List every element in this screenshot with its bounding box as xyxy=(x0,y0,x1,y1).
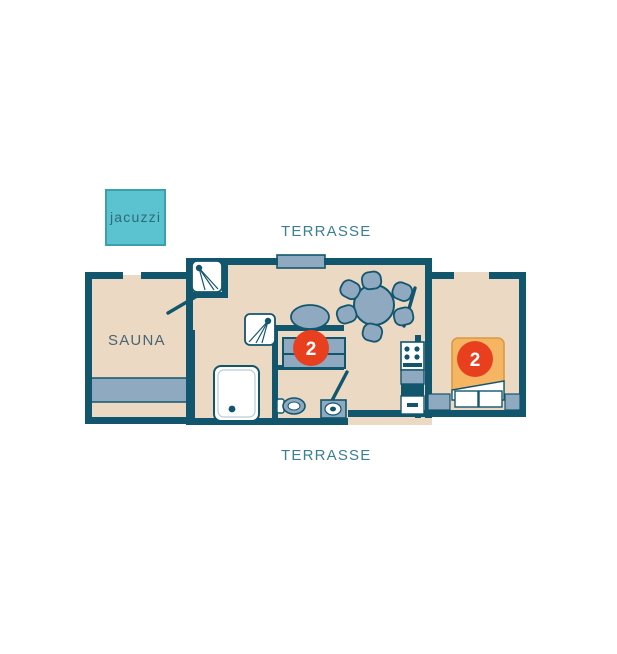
wall-central-bottom-b xyxy=(348,410,432,417)
wall-left-bottom xyxy=(85,417,195,424)
wall-central-bottom xyxy=(186,418,348,425)
dining-chair xyxy=(360,270,383,291)
bathtub-inner xyxy=(217,369,256,418)
shower-mid-line-c xyxy=(261,320,269,344)
dining-chair xyxy=(392,306,415,327)
wall-right-top-b xyxy=(489,272,526,279)
shower-top xyxy=(191,260,223,293)
sauna-label: SAUNA xyxy=(108,332,166,349)
dining-chair xyxy=(391,281,414,302)
wall-right-top-a xyxy=(432,272,454,279)
wall-right-bottom xyxy=(425,410,526,417)
terrasse-bottom-label: TERRASSE xyxy=(281,447,371,464)
wall-partition-bath-left xyxy=(272,328,278,420)
dining-chair xyxy=(335,304,358,325)
shower-top-line-c xyxy=(198,267,215,291)
wall-central-top-a xyxy=(186,258,278,265)
stove-burner xyxy=(414,346,420,352)
wall-shower-right xyxy=(222,258,228,298)
dining-chair xyxy=(339,279,362,301)
wall-left-top-b xyxy=(141,272,192,279)
bathtub-drain xyxy=(228,405,236,413)
nightstand-left xyxy=(427,393,451,411)
wall-central-top-b xyxy=(324,258,432,265)
sofa-occupancy-badge[interactable]: 2 xyxy=(293,330,329,366)
bed-pillow-right xyxy=(478,390,503,408)
sauna-bench xyxy=(89,377,191,403)
door-sauna xyxy=(166,294,199,315)
kitchen-cabinet xyxy=(400,369,425,385)
coffee-table xyxy=(290,304,330,330)
toilet-drain xyxy=(330,406,336,412)
kitchen-nook xyxy=(400,341,425,415)
kitchen-appliance-handle xyxy=(407,403,418,407)
toilet xyxy=(320,399,347,419)
dining-set xyxy=(335,270,415,343)
bed-occupancy-badge[interactable]: 2 xyxy=(457,341,493,377)
washbasin xyxy=(276,397,306,415)
shower-mid-line-a xyxy=(248,320,269,343)
sofa-badge-value: 2 xyxy=(306,339,317,360)
nightstand-right xyxy=(504,393,521,411)
window-top-shape xyxy=(276,254,326,269)
wall-right-outer xyxy=(519,272,526,417)
wall-partition-sauna xyxy=(189,330,195,420)
bed-badge-circle[interactable] xyxy=(457,341,493,377)
shower-top-line-a xyxy=(198,267,219,290)
bed-pillow-left xyxy=(454,390,479,408)
jacuzzi-label: jacuzzi xyxy=(109,209,161,225)
stove-burner xyxy=(404,354,410,360)
stove-burner xyxy=(404,346,410,352)
shower-mid-line-b xyxy=(255,320,269,344)
window-top xyxy=(276,254,326,269)
shower-mid xyxy=(244,313,276,346)
wall-shower-bottom xyxy=(193,292,228,298)
wall-central-right xyxy=(425,258,432,418)
bed-badge-value: 2 xyxy=(470,350,481,371)
coffee-table-shape xyxy=(290,304,330,330)
shower-top-line-b xyxy=(198,267,206,291)
bathtub xyxy=(213,365,260,422)
washbasin-inner xyxy=(287,401,301,411)
wall-left-outer xyxy=(85,272,92,424)
stove-controls xyxy=(403,363,422,367)
kitchen-cabinet-dark xyxy=(401,384,424,396)
sauna-bench-shape xyxy=(89,377,191,403)
sofa-badge-circle[interactable] xyxy=(293,330,329,366)
wall-left-top-a xyxy=(85,272,123,279)
stove-burner xyxy=(414,354,420,360)
terrasse-top-label: TERRASSE xyxy=(281,223,371,240)
jacuzzi-tub xyxy=(105,189,166,246)
jacuzzi-area: jacuzzi xyxy=(105,189,166,246)
dining-chair xyxy=(361,322,384,343)
